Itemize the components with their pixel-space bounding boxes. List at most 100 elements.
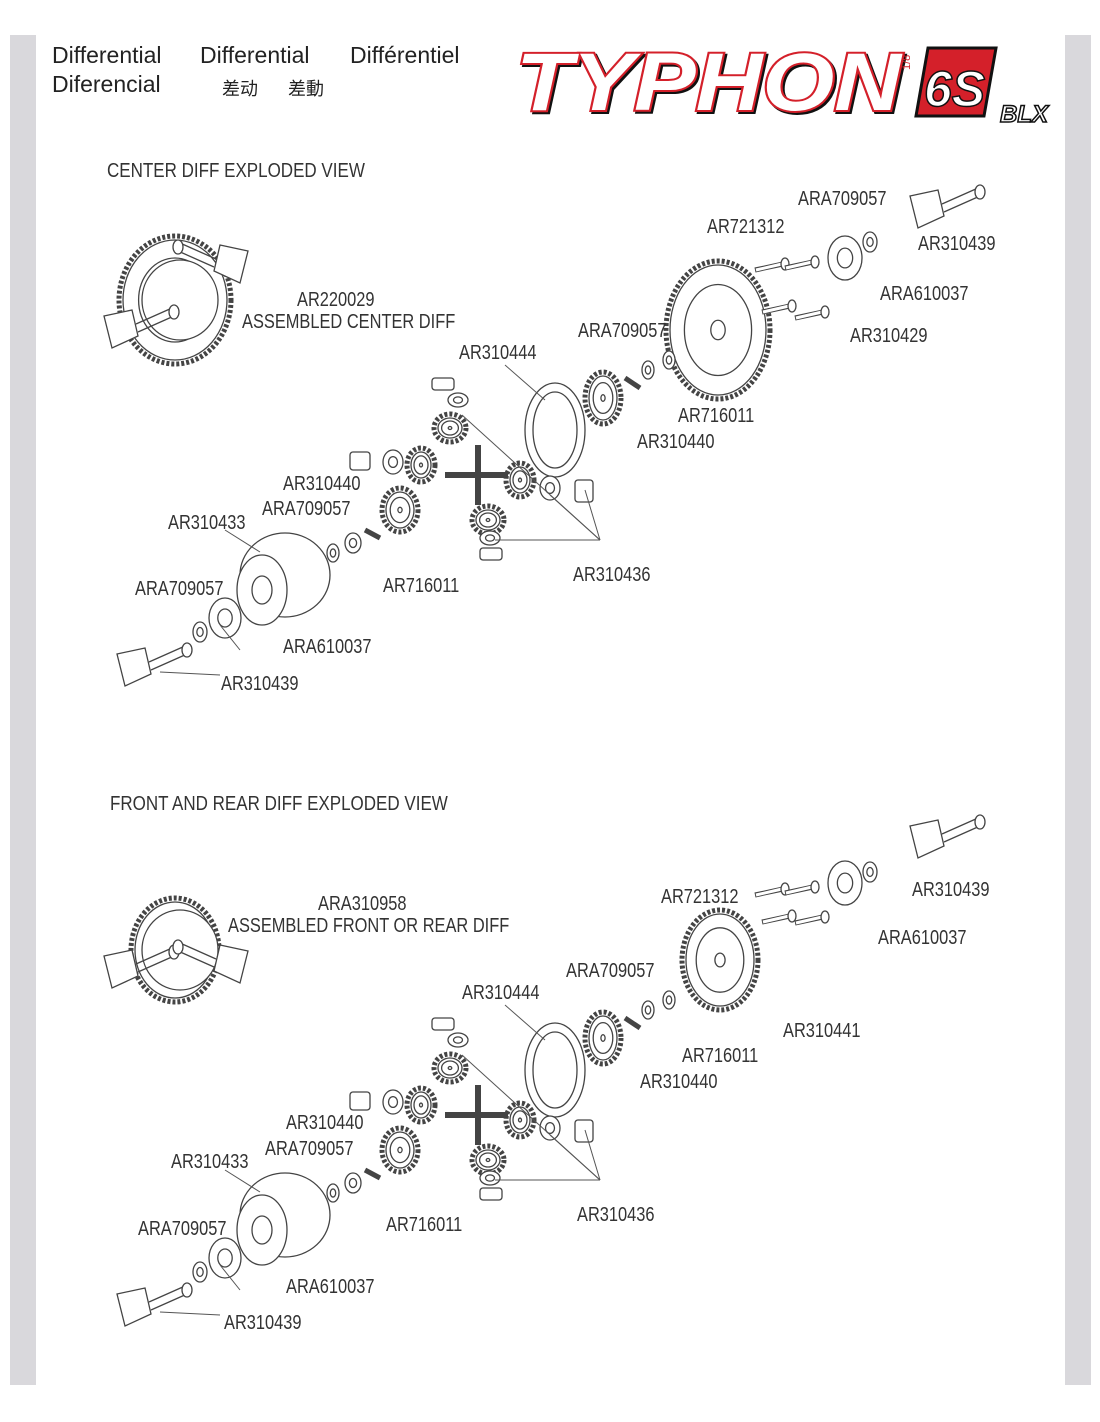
washer-hole (544, 1121, 556, 1135)
screw-pin-in (785, 260, 813, 270)
part-label: AR220029 (297, 289, 375, 311)
part-label: AR310440 (640, 1071, 718, 1093)
assembled-diff-case (141, 259, 219, 341)
output-cup (116, 1287, 152, 1327)
bearing (208, 1237, 242, 1279)
washer (862, 231, 878, 253)
part-label: AR310436 (573, 564, 651, 586)
leader-line (219, 1264, 241, 1291)
washer (382, 449, 404, 475)
part-label: ARA610037 (283, 636, 372, 658)
spider-insert (431, 1017, 455, 1031)
part-label: AR310439 (221, 673, 299, 695)
screw-pin-head (787, 299, 797, 313)
screw-pin-in (795, 915, 823, 925)
assembled-output-cup-left-shaft2 (137, 955, 175, 973)
leader-line (224, 1169, 261, 1193)
shim (641, 1000, 655, 1020)
center-section-title: CENTER DIFF EXPLODED VIEW (107, 160, 365, 182)
part-label: AR310440 (286, 1112, 364, 1134)
part-label: AR721312 (707, 216, 785, 238)
spider-gear-inner (440, 1060, 460, 1076)
ring-gear-hub (714, 952, 726, 968)
shim (326, 543, 340, 563)
output-cup-shaft2 (943, 825, 981, 843)
spider-gear-hub (418, 1102, 424, 1108)
diff-bevel-inner (389, 496, 411, 524)
gasket-inner (532, 1031, 578, 1109)
washer (539, 1115, 561, 1141)
part-label: AR716011 (682, 1045, 759, 1067)
washer (192, 621, 208, 643)
output-cup-shaft-end (974, 814, 986, 830)
washer-hole (196, 626, 204, 638)
spider-gear-inner (413, 455, 429, 475)
part-label: AR310440 (283, 473, 361, 495)
part-label: AR716011 (678, 405, 755, 427)
output-cup-shaft2 (150, 1293, 188, 1311)
washer-hole (196, 1266, 204, 1278)
ring-gear-inner (695, 927, 745, 993)
screw-pin-in (755, 887, 783, 897)
assembled-output-cup-right-shaft2 (177, 950, 215, 968)
spider-insert (431, 377, 455, 391)
assembled-output-cup-left-shaft (135, 307, 173, 325)
spider-gear-inner (440, 420, 460, 436)
bearing (208, 597, 242, 639)
assembled-output-cup-right (213, 944, 249, 984)
part-label: ARA709057 (578, 320, 667, 342)
output-cup-shaft (941, 817, 979, 835)
part-label: ARA610037 (878, 927, 967, 949)
output-cup-shaft (148, 645, 186, 663)
logo-scale: 1/8 (901, 55, 913, 70)
spider-gear-hub (447, 425, 453, 431)
part-label: AR310440 (637, 431, 715, 453)
shim (344, 1172, 362, 1194)
diff-case-end (236, 1194, 288, 1266)
spider-insert (574, 1119, 594, 1143)
spider-gear-inner (512, 470, 528, 490)
spider-insert (574, 479, 594, 503)
shim (662, 350, 676, 370)
part-label: ARA310958 (318, 893, 407, 915)
part-label: AR716011 (386, 1214, 463, 1236)
part-label: ARA610037 (880, 283, 969, 305)
output-cup (909, 819, 945, 859)
leader-line (504, 364, 546, 401)
screw-pin-in (762, 304, 790, 314)
washer-hole (387, 455, 399, 469)
leader-line (461, 1054, 601, 1181)
leader-line (461, 414, 601, 541)
output-cup-shaft2 (150, 653, 188, 671)
washer (479, 530, 501, 546)
part-label: ARA709057 (138, 1218, 227, 1240)
assembled-output-cup-left-shaft2 (137, 315, 175, 333)
diff-case-hub (251, 1215, 273, 1245)
shim (326, 1183, 340, 1203)
washer-hole (484, 1174, 496, 1182)
assembled-output-cup-right (213, 244, 249, 284)
title-de: Differential (200, 42, 310, 68)
spider-gear-hub (418, 462, 424, 468)
title-fr: Différentiel (350, 42, 460, 68)
washer (862, 861, 878, 883)
diff-bevel-hub (397, 506, 403, 514)
gasket-inner (532, 391, 578, 469)
pin (363, 1167, 382, 1181)
part-label: AR310439 (224, 1312, 302, 1334)
bearing-hole (836, 247, 854, 269)
washer-hole (544, 481, 556, 495)
spider-gear-inner (512, 1110, 528, 1130)
bearing-hole (217, 1248, 233, 1268)
output-cup-shaft2 (943, 195, 981, 213)
part-label: ASSEMBLED FRONT OR REAR DIFF (228, 915, 510, 937)
diff-bevel-inner (389, 1136, 411, 1164)
shim-hole (665, 995, 673, 1005)
output-cup-shaft-end (181, 642, 193, 658)
part-label: ARA709057 (566, 960, 655, 982)
assembled-output-cup-left-shaft (135, 947, 173, 965)
part-label: ARA709057 (135, 578, 224, 600)
part-label: AR310436 (577, 1204, 655, 1226)
left-margin-bar (10, 35, 36, 1385)
screw-pin-head (810, 255, 820, 269)
